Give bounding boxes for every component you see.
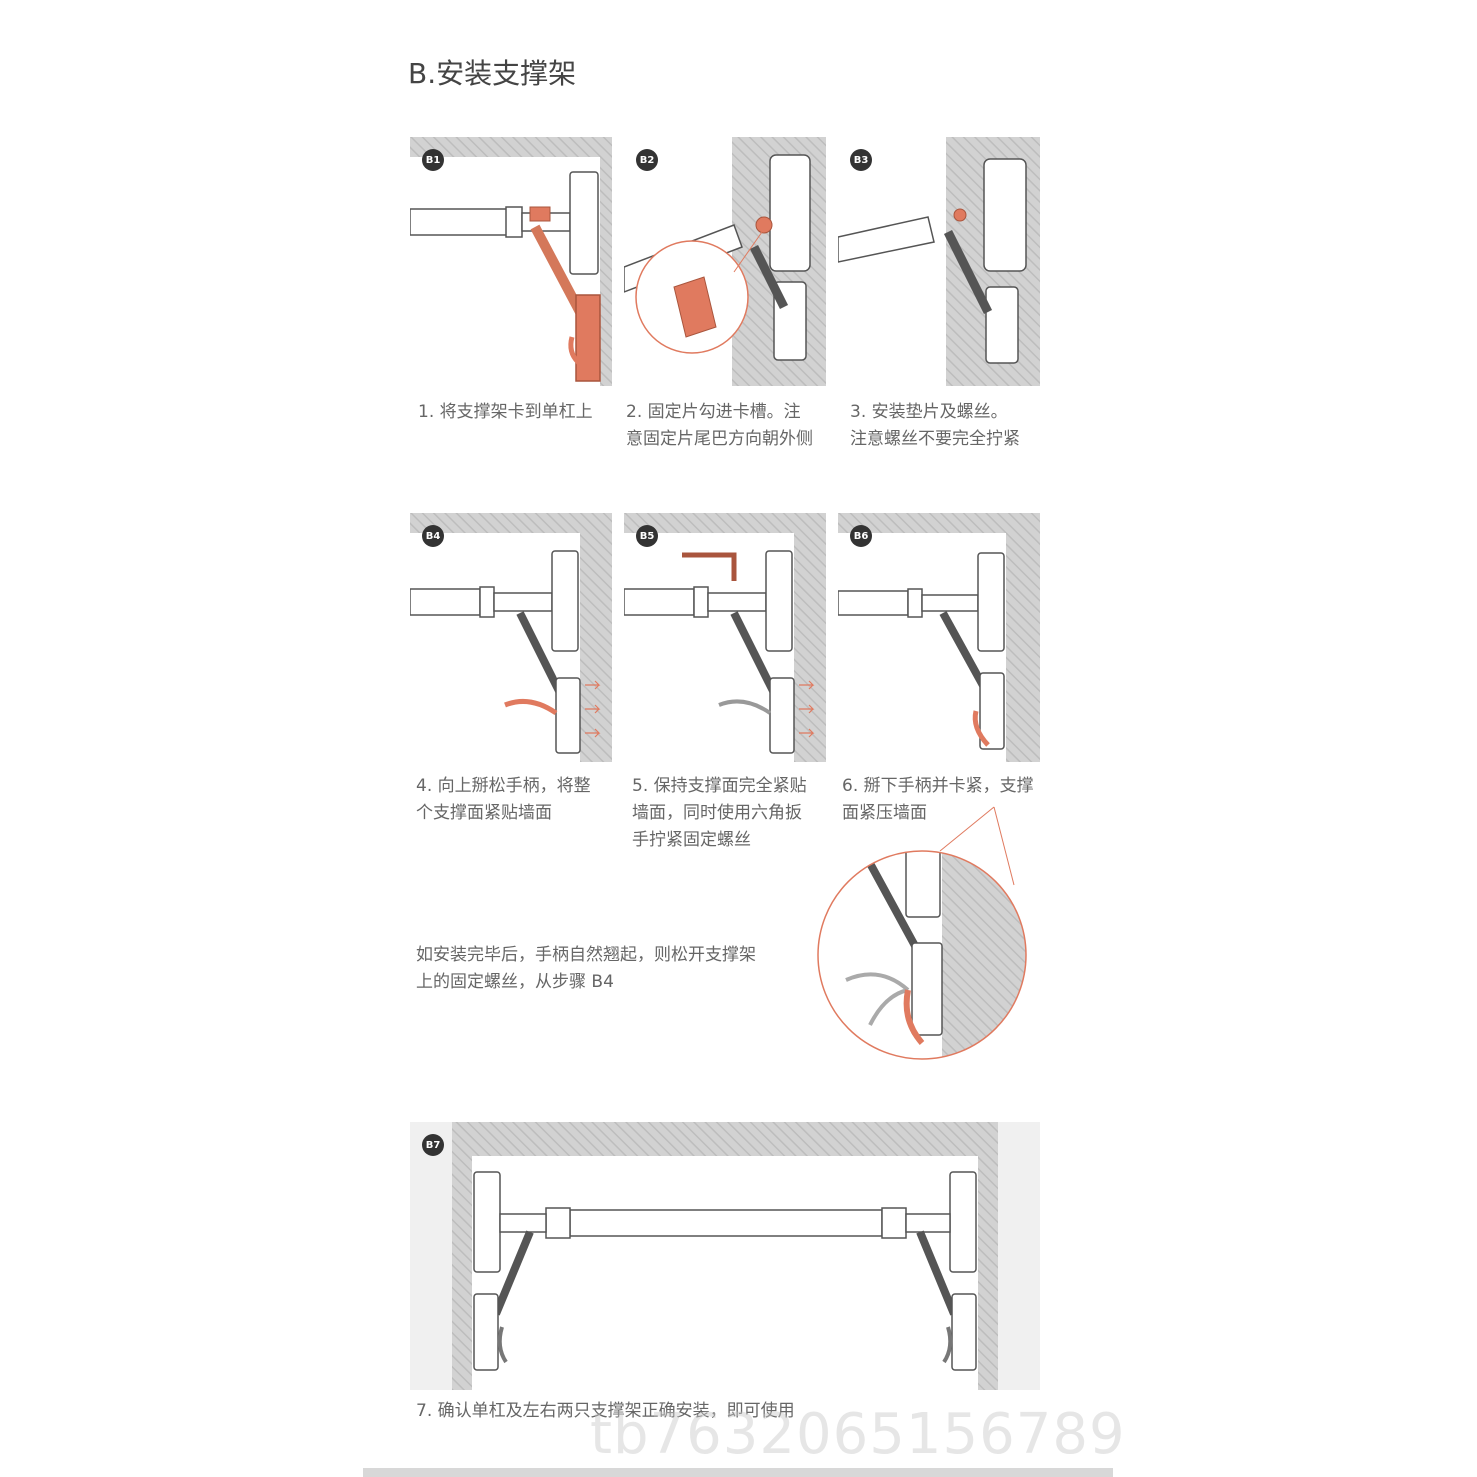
step-caption: 4. 向上掰松手柄，将整 个支撑面紧贴墙面 <box>416 776 591 823</box>
step-b3-illustration: B3 <box>838 137 1040 386</box>
step-caption: 3. 安装垫片及螺丝。 注意螺丝不要完全拧紧 <box>850 402 1020 449</box>
step-b1-illustration: B1 <box>410 137 612 386</box>
step-badge: B2 <box>636 149 658 171</box>
step-b5-illustration: B5 <box>624 513 826 762</box>
step-b6-illustration: B6 <box>838 513 1040 762</box>
note-text: 如安装完毕后，手柄自然翘起，则松开支撑架 上的固定螺丝，从步骤 B4 <box>416 945 756 992</box>
page-title: B.安装支撑架 <box>408 57 577 90</box>
zoom-detail-illustration <box>817 806 1027 1060</box>
step-caption: 7. 确认单杠及左右两只支撑架正确安装，即可使用 <box>416 1401 795 1421</box>
step-badge: B1 <box>422 149 444 171</box>
step-badge: B6 <box>850 525 872 547</box>
step-b7-illustration: B7 <box>410 1122 1040 1390</box>
watermark-text: tb763206515678​9 <box>590 1402 1126 1467</box>
step-caption: 1. 将支撑架卡到单杠上 <box>418 402 593 422</box>
bottom-divider <box>363 1468 1113 1477</box>
step-b2-illustration: B2 <box>624 137 826 386</box>
step-badge: B3 <box>850 149 872 171</box>
step-badge: B7 <box>422 1134 444 1156</box>
step-b4-illustration: B4 <box>410 513 612 762</box>
step-badge: B5 <box>636 525 658 547</box>
step-caption: 6. 掰下手柄并卡紧，支撑 面紧压墙面 <box>842 776 1034 823</box>
step-badge: B4 <box>422 525 444 547</box>
step-caption: 2. 固定片勾进卡槽。注 意固定片尾巴方向朝外侧 <box>626 402 813 449</box>
step-caption: 5. 保持支撑面完全紧贴 墙面，同时使用六角扳 手拧紧固定螺丝 <box>632 776 807 850</box>
